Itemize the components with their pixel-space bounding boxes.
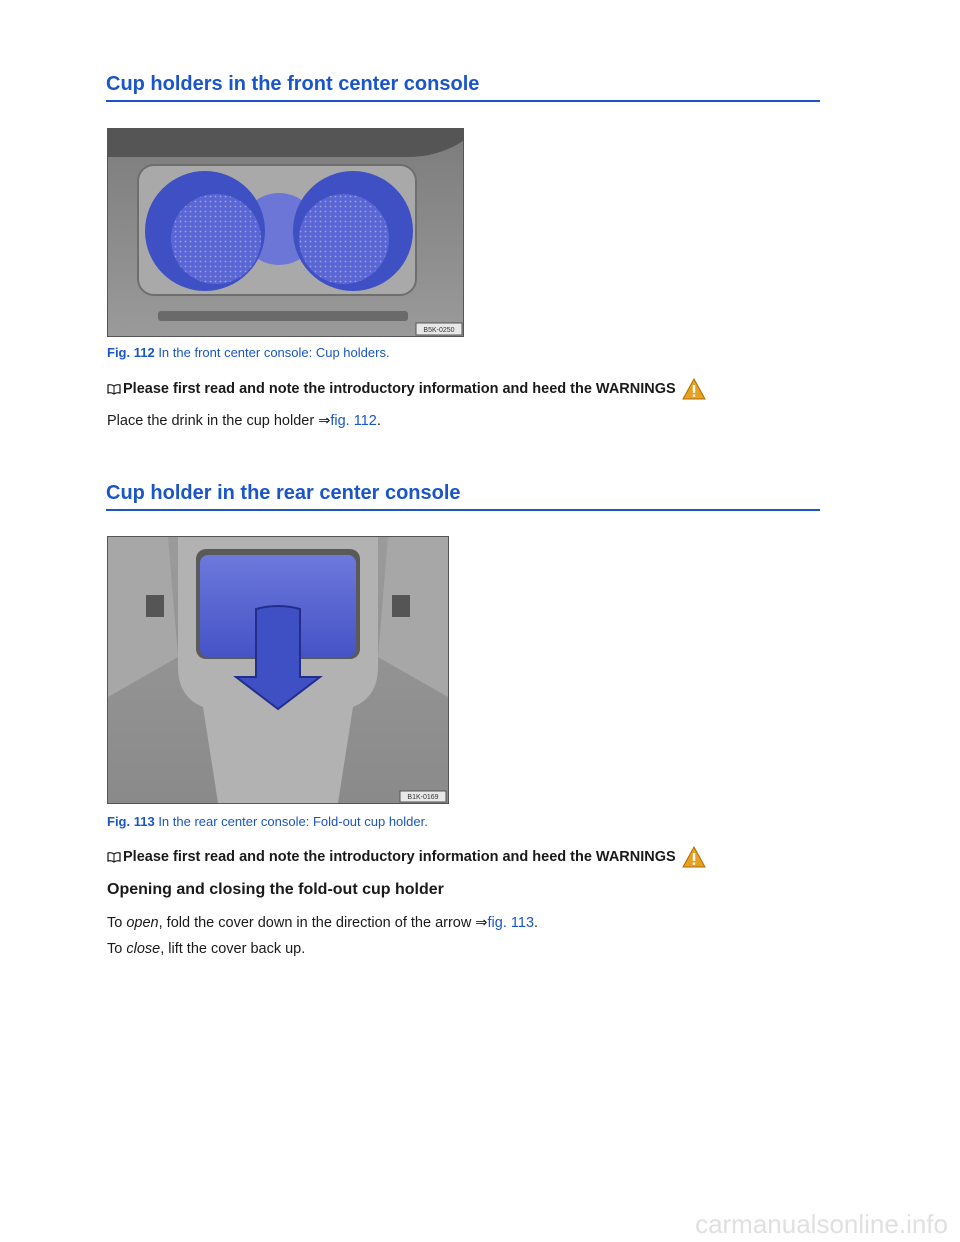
figure-rear-cup-holder: B1K-0169	[107, 536, 449, 804]
figure-code-label: B1K-0169	[407, 794, 438, 801]
paragraph-place-drink: Place the drink in the cup holder ⇒fig. …	[107, 411, 381, 431]
note-text: Please first read and note the introduct…	[123, 849, 676, 865]
figure-caption-113: Fig. 113 In the rear center console: Fol…	[107, 814, 428, 830]
emphasis-close: close	[126, 941, 161, 957]
emphasis-open: open	[126, 915, 159, 931]
paragraph-close: To close, lift the cover back up.	[107, 939, 305, 959]
para-text: , fold the cover down in the direction o…	[158, 915, 476, 931]
figure-code-label: B5K-0250	[423, 327, 454, 334]
intro-warning-note: Please first read and note the introduct…	[107, 378, 706, 400]
figure-number: Fig. 113	[107, 814, 155, 829]
warning-triangle-icon[interactable]	[681, 378, 706, 400]
para-text-end: .	[376, 413, 381, 429]
para-text: Place the drink in the cup holder	[107, 413, 319, 429]
para-text-end: .	[534, 915, 539, 931]
front-cup-holder-illustration: B5K-0250	[108, 129, 463, 336]
figure-number: Fig. 112	[107, 345, 155, 360]
watermark: carmanualsonline.info	[695, 1209, 948, 1239]
section-title-rear-cup-holder: Cup holder in the rear center console	[106, 481, 820, 511]
book-icon	[107, 852, 121, 863]
figure-front-cup-holders: B5K-0250	[107, 128, 464, 337]
para-text: To	[107, 915, 127, 931]
note-text: Please first read and note the introduct…	[123, 381, 676, 397]
paragraph-open: To open, fold the cover down in the dire…	[107, 913, 538, 933]
intro-warning-note: Please first read and note the introduct…	[107, 846, 706, 868]
para-text-end: , lift the cover back up.	[160, 941, 306, 957]
warning-triangle-icon[interactable]	[681, 846, 706, 868]
caption-text: In the front center console: Cup holders…	[154, 345, 390, 360]
figure-caption-112: Fig. 112 In the front center console: Cu…	[107, 345, 390, 361]
subheading-opening-closing: Opening and closing the fold-out cup hol…	[107, 881, 444, 898]
arrow-glyph: ⇒	[318, 413, 331, 429]
arrow-glyph: ⇒	[475, 915, 488, 931]
fig-113-link[interactable]: fig. 113	[487, 915, 535, 931]
book-icon	[107, 384, 121, 395]
caption-text: In the rear center console: Fold-out cup…	[154, 814, 428, 829]
rear-cup-holder-illustration: B1K-0169	[108, 537, 448, 803]
section-title-front-cup-holders: Cup holders in the front center console	[106, 72, 820, 102]
fig-112-link[interactable]: fig. 112	[330, 413, 377, 429]
para-text: To	[107, 941, 127, 957]
